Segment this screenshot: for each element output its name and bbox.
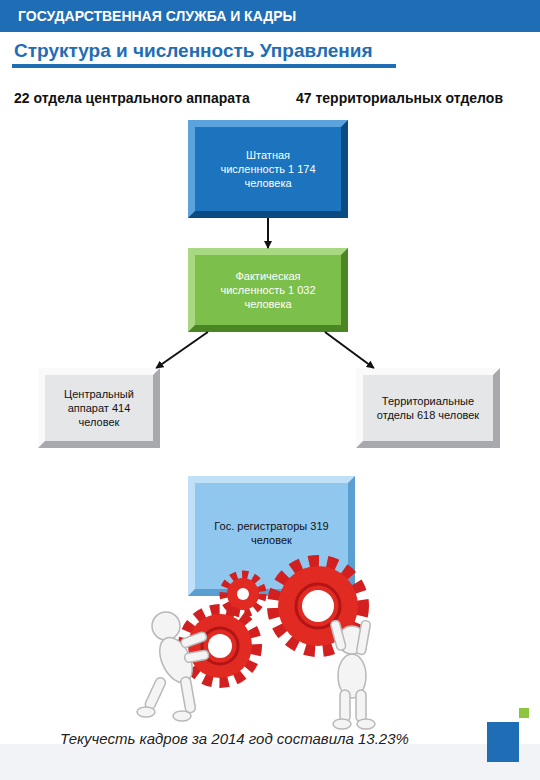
central-office-box: Центральный аппарат 414 человек bbox=[38, 368, 160, 448]
registrars-box: Гос. регистраторы 319 человек bbox=[188, 476, 355, 596]
actual-staff-box: Фактическая численность 1 032 человека bbox=[188, 248, 348, 332]
department-count: 47 территориальных отделов bbox=[296, 90, 536, 106]
box-text: Гос. регистраторы 319 человек bbox=[207, 519, 337, 547]
turnover-caption: Текучесть кадров за 2014 год составила 1… bbox=[60, 730, 480, 747]
medium-gear bbox=[184, 610, 256, 682]
page-title: Структура и численность Управления bbox=[14, 40, 414, 62]
section-header: ГОСУДАРСТВЕННАЯ СЛУЖБА И КАДРЫ bbox=[18, 8, 518, 24]
blue-square bbox=[487, 722, 519, 762]
connector-arrow bbox=[156, 332, 208, 368]
box-text: Территориальные отделы 618 человек bbox=[373, 394, 483, 422]
small-gear bbox=[224, 575, 262, 613]
left-figure bbox=[137, 612, 209, 721]
box-text: Центральный аппарат 414 человек bbox=[51, 387, 147, 429]
staff-box: Штатная численность 1 174 человека bbox=[188, 120, 348, 218]
connector-arrow bbox=[325, 332, 374, 368]
footer-band bbox=[0, 744, 540, 780]
box-text: Штатная численность 1 174 человека bbox=[218, 148, 318, 190]
territorial-box: Территориальные отделы 618 человек bbox=[356, 368, 500, 448]
header-band bbox=[0, 0, 540, 32]
green-square bbox=[519, 708, 529, 718]
department-count: 22 отдела центрального аппарата bbox=[14, 90, 284, 106]
right-figure bbox=[330, 620, 375, 729]
connector-arrow bbox=[267, 218, 269, 248]
title-underline bbox=[12, 64, 396, 68]
box-text: Фактическая численность 1 032 человека bbox=[218, 269, 318, 311]
big-gear bbox=[274, 562, 362, 650]
